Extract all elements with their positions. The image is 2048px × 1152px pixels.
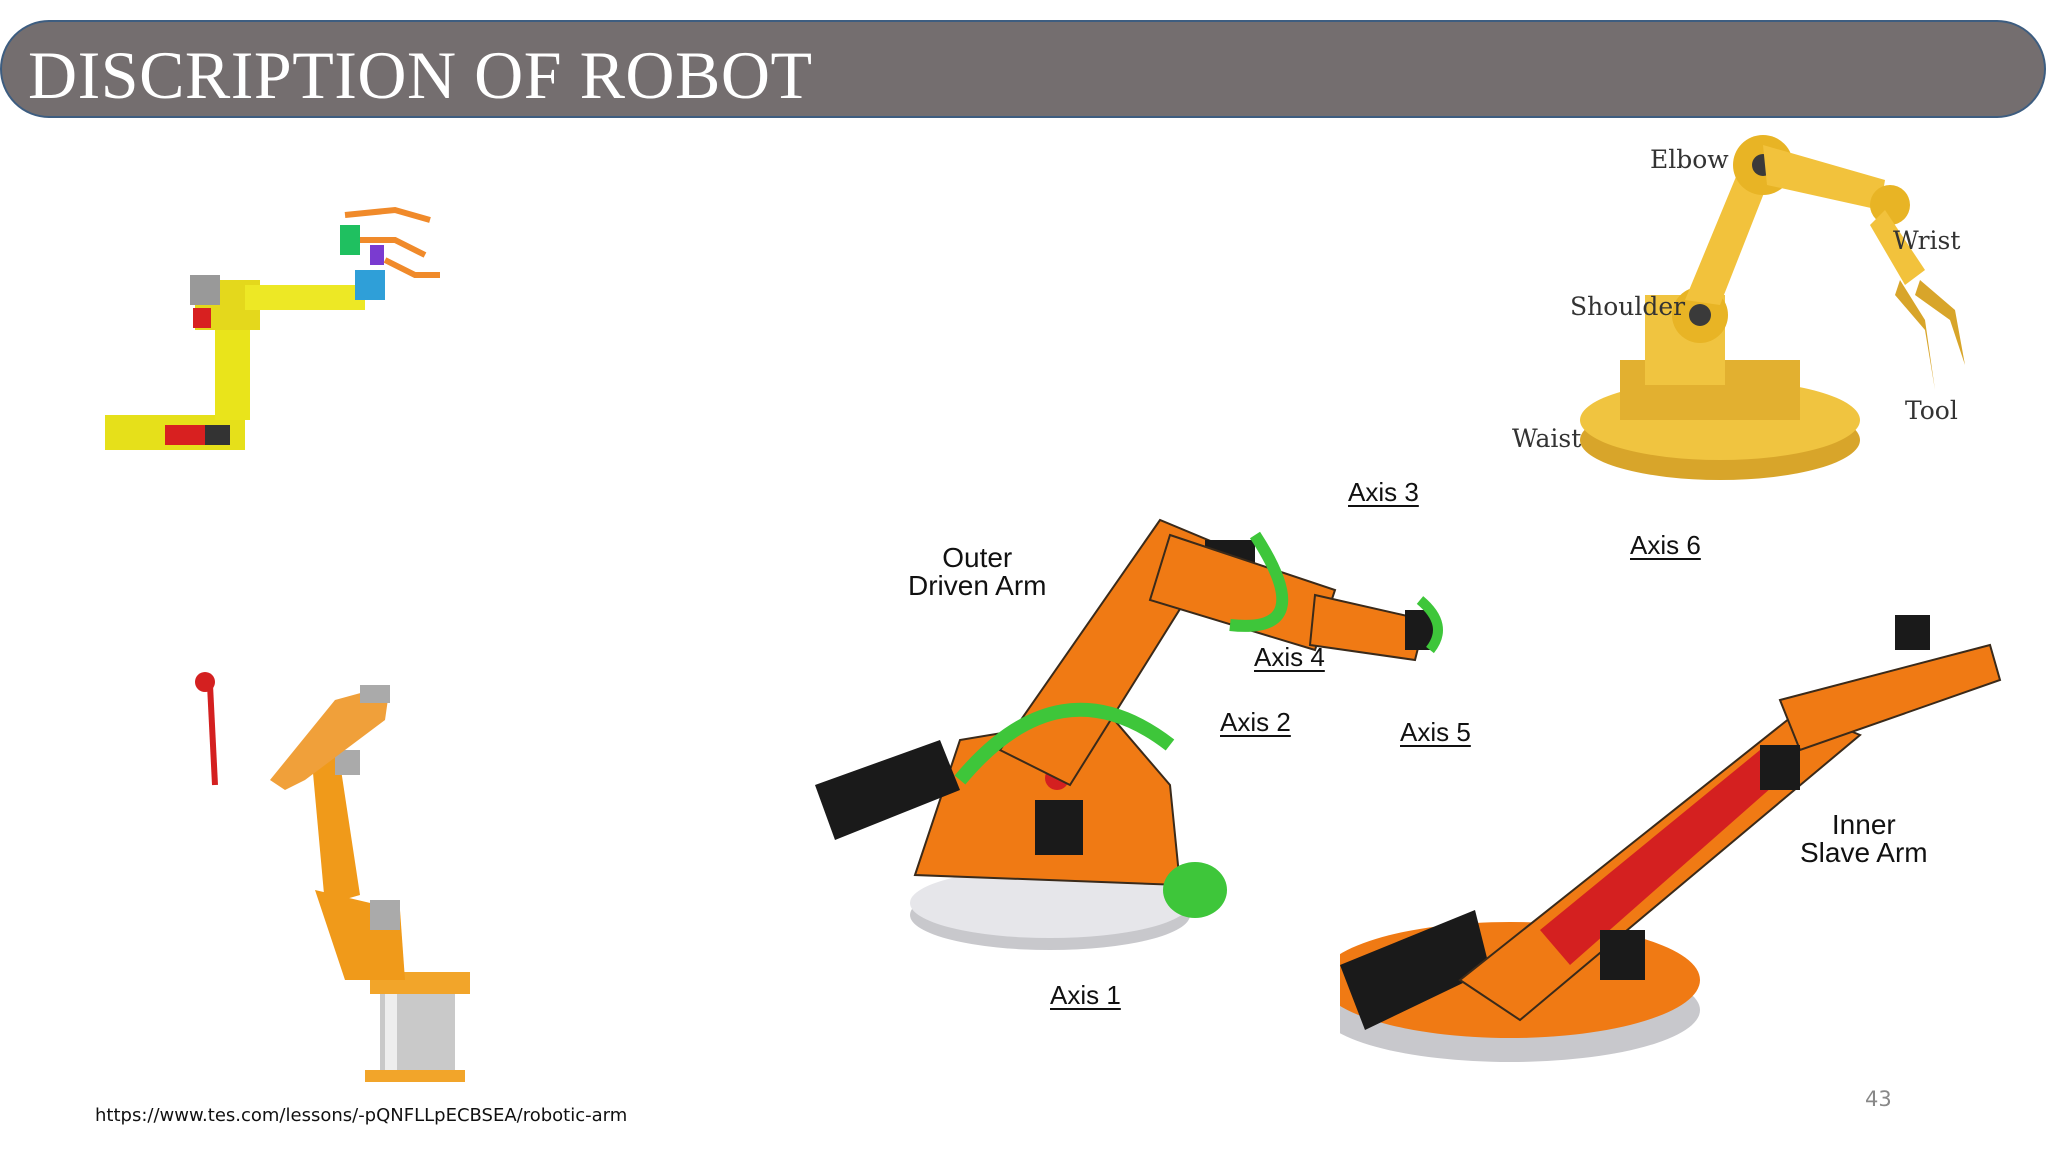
inner-label-line1: Inner [1800,811,1928,839]
axis-5-label: Axis 5 [1400,717,1471,748]
waist-label: Waist [1512,424,1581,453]
slide-title: DISCRIPTION OF ROBOT [28,36,813,115]
axis-3-label: Axis 3 [1348,477,1419,508]
axis-6-label: Axis 6 [1630,530,1701,561]
inner-label-line2: Slave Arm [1800,839,1928,867]
shoulder-label: Shoulder [1570,292,1685,321]
outer-label-line1: Outer [908,544,1046,572]
yellow-robot-image [95,200,455,460]
inner-slave-arm-label: Inner Slave Arm [1800,811,1928,867]
source-link[interactable]: https://www.tes.com/lessons/-pQNFLLpECBS… [95,1105,627,1126]
axis-2-label: Axis 2 [1220,707,1291,738]
outer-label-line2: Driven Arm [908,572,1046,600]
axis-1-label: Axis 1 [1050,980,1121,1011]
axis-4-label: Axis 4 [1254,642,1325,673]
wrist-label: Wrist [1893,226,1960,255]
page-number: 43 [1865,1087,1892,1111]
orange-robot-image [185,660,505,1090]
slave-arm-robot-image [1340,610,2040,1070]
elbow-label: Elbow [1650,145,1729,174]
tool-label: Tool [1905,396,1958,425]
outer-driven-arm-label: Outer Driven Arm [908,544,1046,600]
